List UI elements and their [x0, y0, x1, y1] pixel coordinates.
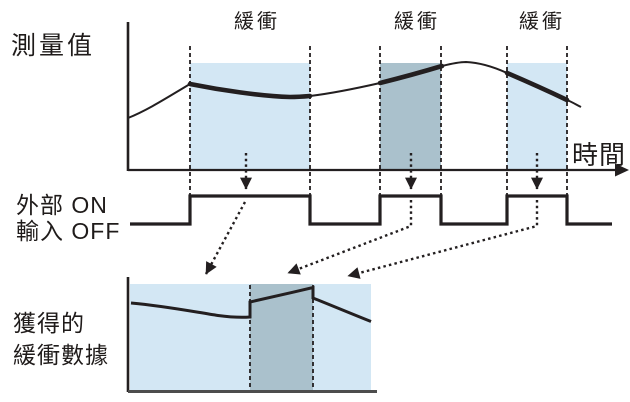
buffered-curve-segment-1	[187, 81, 313, 100]
buffer-to-pulse-arrows	[240, 153, 543, 190]
diagonal-arrow-icon	[347, 200, 539, 279]
obtained-data-label-line1: 獲得的	[13, 310, 85, 336]
external-input-label-line1: 外部 ON	[16, 192, 108, 218]
y-axis-label: 測量值	[11, 32, 96, 60]
obtained-data-label-line2: 緩衝數據	[13, 342, 109, 368]
x-axis-label: 時間	[572, 140, 627, 170]
buffered-curve-segment-2	[377, 63, 445, 86]
buffered-curve-segment-3	[504, 70, 570, 103]
external-input-label-line2: 輸入 OFF	[16, 218, 121, 244]
x-axis-arrowhead-icon	[615, 163, 629, 177]
obtained-data-dark-segment	[250, 284, 313, 391]
pulse-to-buffer-data-arrows	[204, 200, 539, 279]
diagonal-arrow-icon	[287, 200, 413, 275]
buffer-label-2: 緩衝	[394, 11, 440, 33]
external-input-square-wave	[130, 194, 612, 226]
obtained-data-curve	[130, 285, 372, 323]
diagonal-arrow-icon	[204, 201, 247, 275]
buffer-label-1: 緩衝	[234, 11, 280, 33]
buffer-region-1	[190, 63, 310, 171]
buffer-label-3: 緩衝	[519, 11, 565, 33]
